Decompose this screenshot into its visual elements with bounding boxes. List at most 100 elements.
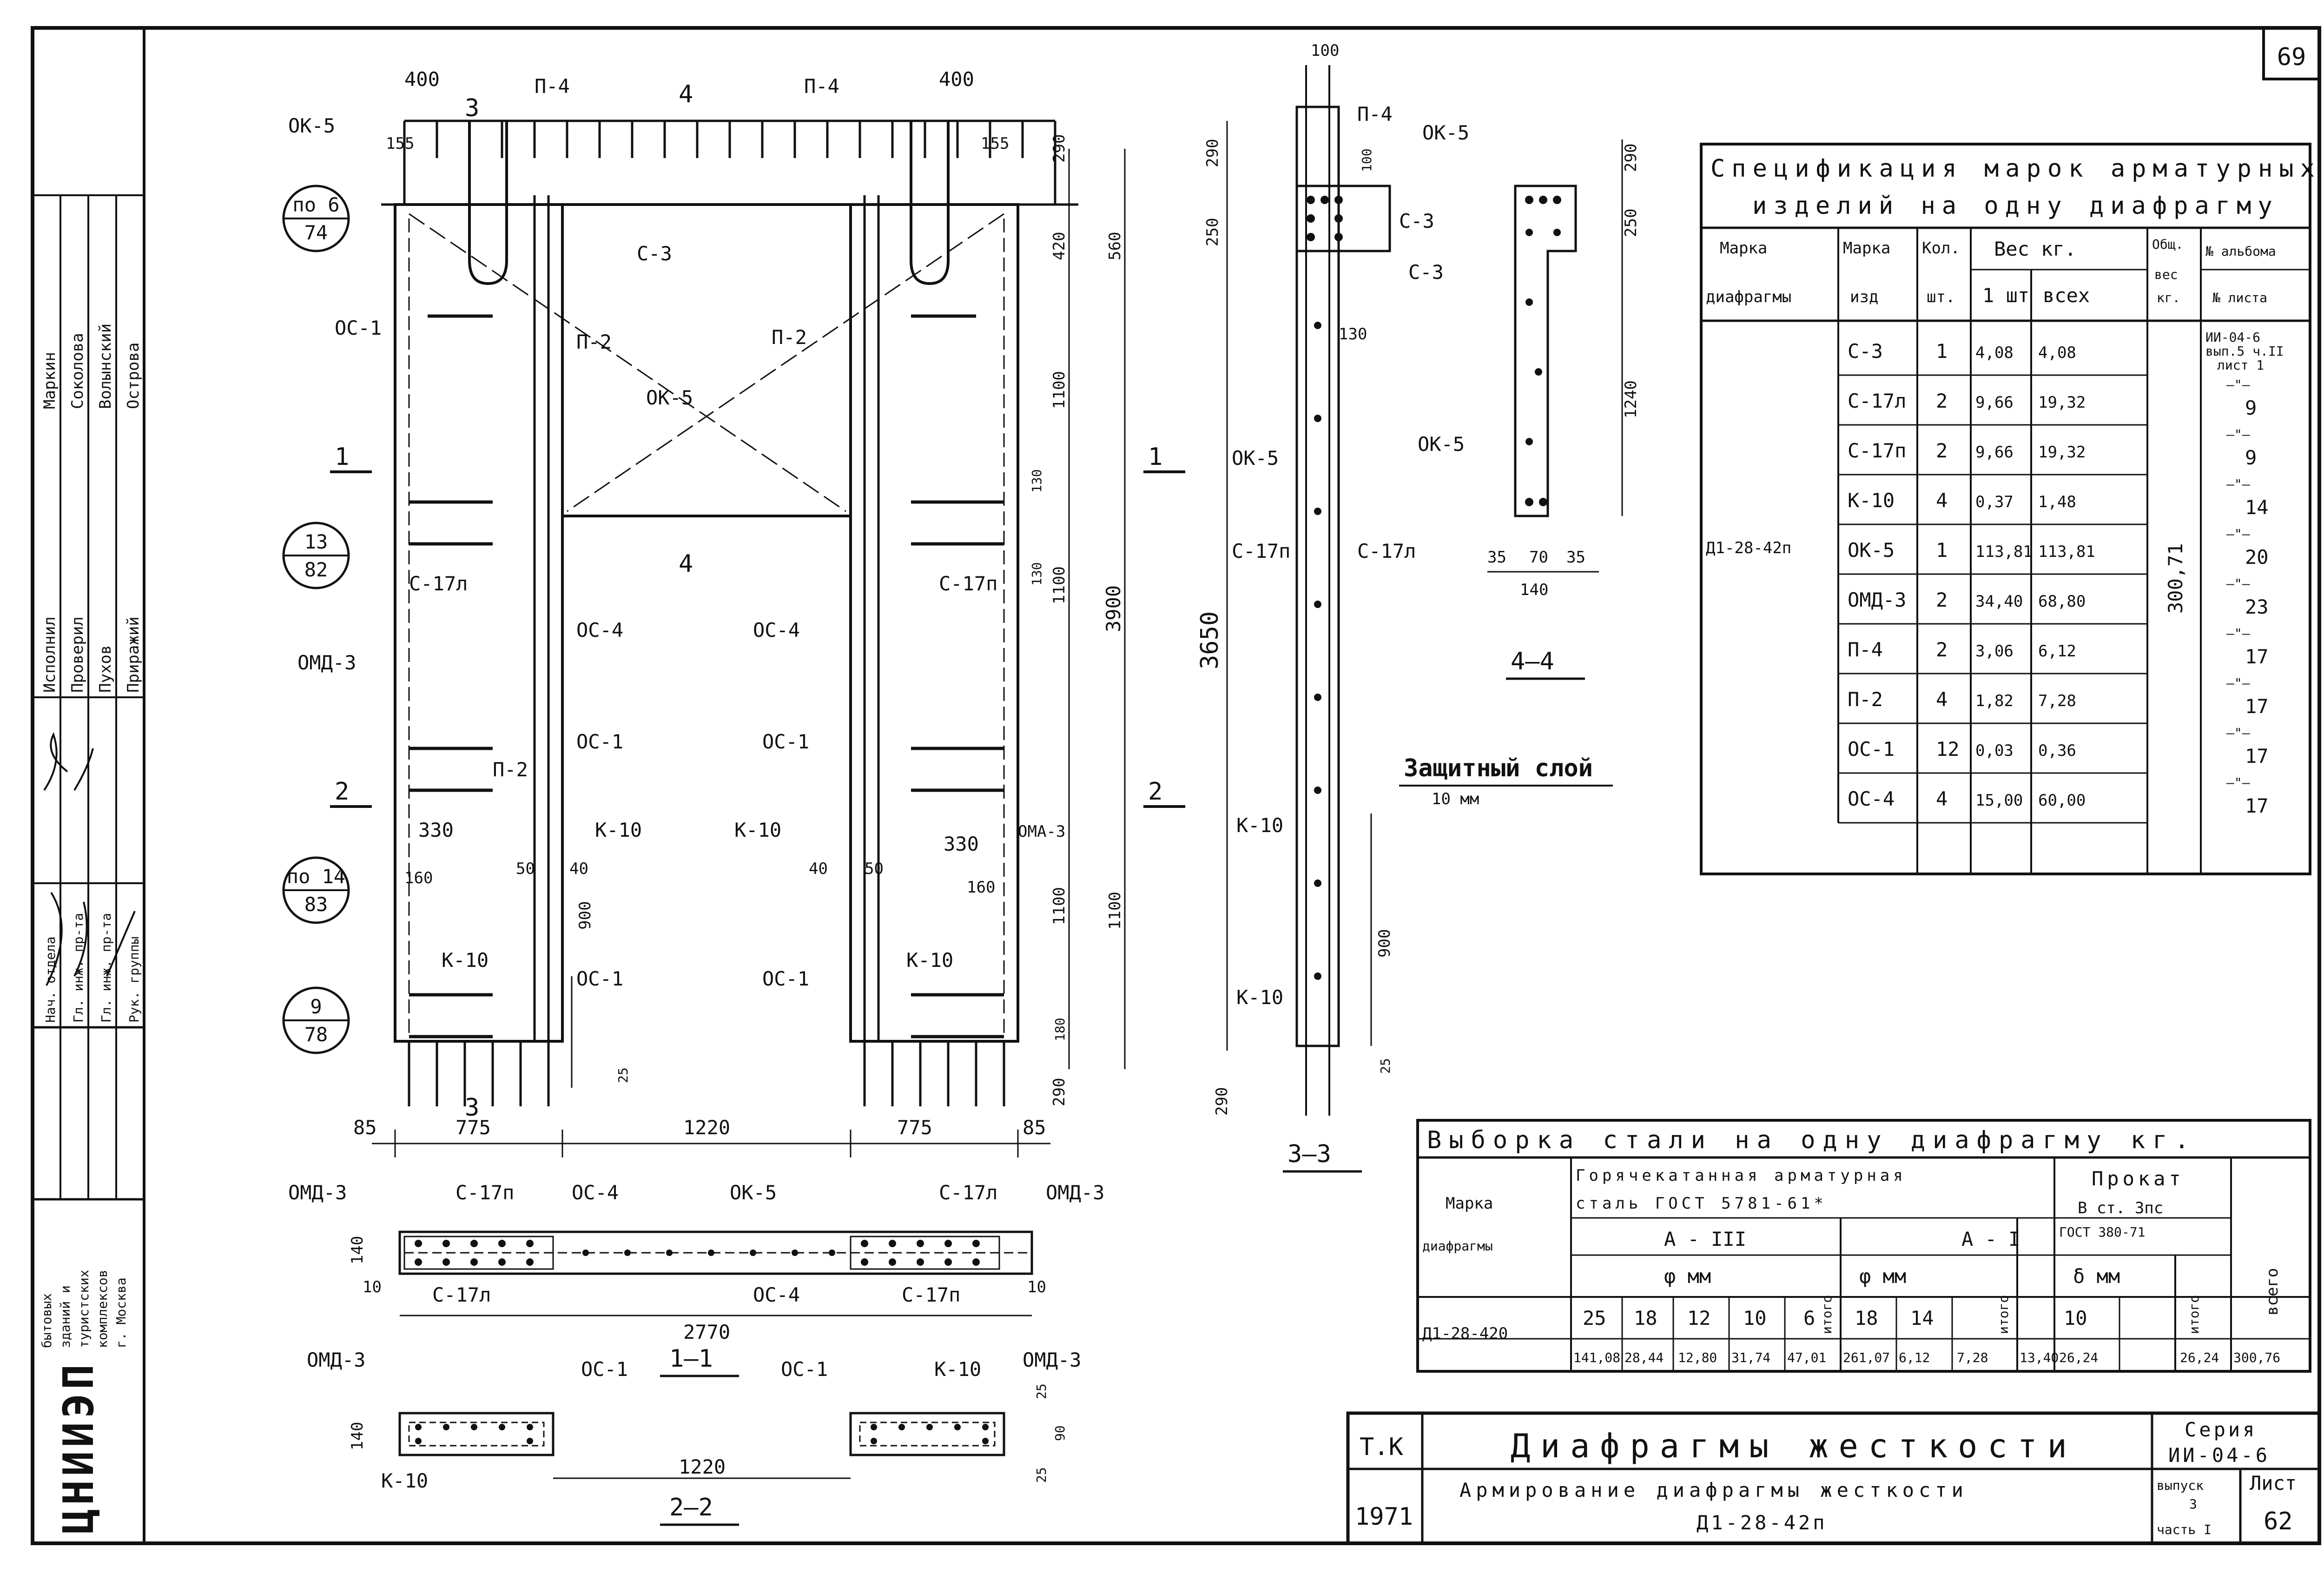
spec-diaphragm: Д1-28-42п [1706,539,1791,557]
s44-dim-70: 70 [1529,548,1548,567]
elevation-dims: 400 155 400 155 85 775 1220 775 85 330 3… [353,68,1125,1139]
spec-row-weight-one: 34,40 [1975,592,2023,611]
s11-label-c17p: С-17п [456,1181,514,1204]
label-k10-d: К-10 [906,949,953,972]
s33-label-k10-b: К-10 [1236,986,1283,1009]
spec-table: Спецификация марок арматурных изделий на… [1700,143,2321,875]
label-c17p: С-17п [939,572,997,595]
s33-label-c17p: С-17п [1232,540,1290,562]
spec-row-album: —"— [2226,626,2250,641]
spec-row-qty: 2 [1936,589,1948,611]
s22-dim-90: 90 [1052,1425,1068,1441]
org-line-5: г. Москва [113,1277,129,1348]
spec-h-w-one: 1 шт [1982,284,2029,307]
steel-d-12: 12 [1687,1307,1711,1329]
s22-label-k10-a: К-10 [934,1358,981,1381]
s33-label-c3: С-3 [1399,210,1434,232]
org-line-3: туристских [76,1270,92,1348]
steel-v1-14: 7,28 [1957,1350,1988,1365]
dim-85-left: 85 [353,1116,377,1139]
steel-v-25: 141,08 [1573,1350,1620,1365]
spec-row-weight-one: 1,82 [1975,692,2014,710]
steel-diaphragm: Д1-28-420 [1422,1324,1508,1343]
s33-dim-290: 290 [1203,139,1222,167]
label-ok5-a: ОК-5 [288,114,335,137]
org-line-2: зданий и [58,1285,73,1348]
s33-dim-290b: 290 [1213,1087,1231,1116]
dim-420: 420 [1050,232,1069,260]
spec-h-mark-i2: изд [1850,288,1878,306]
spec-h-album2: № листа [2212,290,2267,305]
section-mark-1-right: 1 [1148,443,1162,471]
dim-160-right: 160 [967,878,995,897]
spec-h-w-all: всех [2043,284,2090,307]
dim-775-right: 775 [897,1116,932,1139]
spec-h-total3: кг. [2157,290,2180,305]
steel-rolled-2: В ст. 3пс [2078,1199,2163,1217]
spec-row-item: С-17л [1848,390,1906,412]
spec-row-item: П-2 [1848,688,1883,711]
role-group: Рук. группы [126,937,142,1023]
spec-row-sheet: лист 1 [2217,357,2264,373]
s22-label-oc1-b: ОС-1 [781,1358,828,1381]
steel-itogo-a3: итого [1819,1295,1835,1334]
section-mark-1-left: 1 [335,443,349,471]
tb-issue-label: выпуск [2157,1478,2204,1493]
protective-layer-label: Защитный слой [1404,754,1593,782]
s22-label-k10-b: К-10 [381,1469,428,1492]
spec-row-qty: 4 [1936,688,1948,711]
s11-label-omd3-a: ОМД-3 [288,1181,347,1204]
steel-d-18: 18 [1634,1307,1657,1329]
s11-label-c17l-bottom: С-17л [432,1283,491,1306]
s33-dim-25: 25 [1378,1058,1393,1074]
s44-title: 4—4 [1511,648,1554,675]
s44-dim-35b: 35 [1566,548,1585,567]
steel-v-a1-total: 13,40 [2020,1350,2059,1365]
dim-160-left: 160 [404,869,433,887]
s44-label-c3: С-3 [1408,261,1444,284]
dim-130-a: 130 [1029,469,1044,493]
spec-row-album: —"— [2226,526,2250,542]
dim-155-right: 155 [981,134,1009,153]
s33-dim-100: 100 [1311,41,1339,60]
steel-itogo-plate: итого [2186,1295,2202,1334]
steel-mark-2: диафрагмы [1422,1238,1493,1254]
spec-row-qty: 4 [1936,787,1948,810]
tb-issue: 3 [2189,1496,2197,1512]
steel-v-6: 47,01 [1787,1350,1826,1365]
signature-marks-2 [46,892,136,986]
spec-row-weight-one: 9,66 [1975,443,2014,462]
steel-phi-a1: φ мм [1859,1265,1906,1288]
steel-phi-a3: φ мм [1664,1265,1711,1288]
s44-dim-250: 250 [1622,209,1640,237]
steel-vsego: всего [2263,1268,2282,1316]
section-mark-4: 4 [679,80,693,108]
label-p4-a: П-4 [535,75,570,98]
tb-subtitle-mark: Д1-28-42п [1697,1511,1828,1534]
callout-4-top: 9 [310,995,322,1018]
label-k10-c: К-10 [442,949,489,972]
steel-hot-2: сталь ГОСТ 5781-61* [1576,1194,1827,1213]
s33-label-ok5: ОК-5 [1232,447,1279,469]
s11-label-c17p-bottom: С-17п [902,1283,960,1306]
callout-3-top: по 14 [287,865,345,888]
spec-row-sheet: 9 [2245,446,2257,469]
spec-row-weight-one: 0,37 [1975,493,2014,511]
steel-delta: δ мм [2073,1265,2120,1288]
dim-180: 180 [1052,1018,1068,1041]
spec-row-album: —"— [2226,427,2250,442]
s22-dim-25a: 25 [1034,1383,1049,1399]
spec-title-1: Спецификация марок арматурных [1710,155,2321,183]
section-mark-4-mid: 4 [679,550,693,578]
spec-row-qty: 4 [1936,489,1948,512]
elevation-labels: ОК-5 П-4 П-4 С-3 ОС-1 П-2 П-2 ОК-5 С-17л… [288,75,1065,990]
steel-itogo-a1: итого [1996,1295,2011,1334]
dim-85-right: 85 [1023,1116,1046,1139]
org-line-4: комплексов [95,1270,110,1348]
spec-row-weight-all: 60,00 [2038,791,2086,810]
spec-h-mark-d1: Марка [1720,239,1767,258]
dim-1100-a: 1100 [1050,371,1069,409]
s22-dim-1220: 1220 [679,1455,726,1478]
sheet-border [31,26,2321,1545]
